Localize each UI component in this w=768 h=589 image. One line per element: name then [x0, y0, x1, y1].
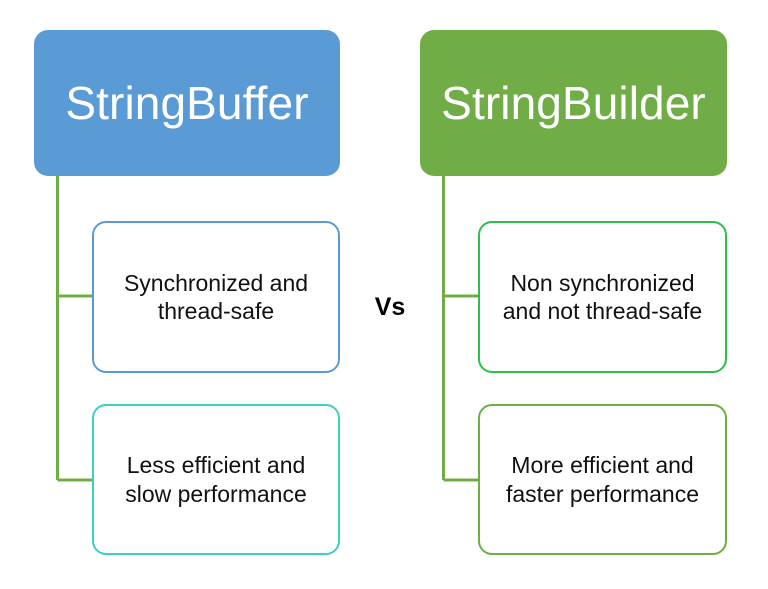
versus-label: Vs — [374, 293, 406, 321]
leaf-box-right-1: Non synchronized and not thread-safe — [478, 221, 727, 373]
root-box-stringbuffer: StringBuffer — [34, 30, 340, 176]
leaf-box-left-1: Synchronized and thread-safe — [92, 221, 340, 373]
leaf-label-right-1: Non synchronized and not thread-safe — [502, 269, 703, 324]
root-label-stringbuffer: StringBuffer — [65, 76, 309, 129]
root-label-stringbuilder: StringBuilder — [441, 76, 706, 129]
leaf-box-left-2: Less efficient and slow performance — [92, 404, 340, 555]
leaf-label-right-2: More efficient and faster performance — [505, 452, 700, 507]
leaf-label-left-2: Less efficient and slow performance — [125, 452, 307, 507]
root-box-stringbuilder: StringBuilder — [420, 30, 727, 176]
leaf-box-right-2: More efficient and faster performance — [478, 404, 727, 555]
leaf-label-left-1: Synchronized and thread-safe — [123, 269, 309, 324]
